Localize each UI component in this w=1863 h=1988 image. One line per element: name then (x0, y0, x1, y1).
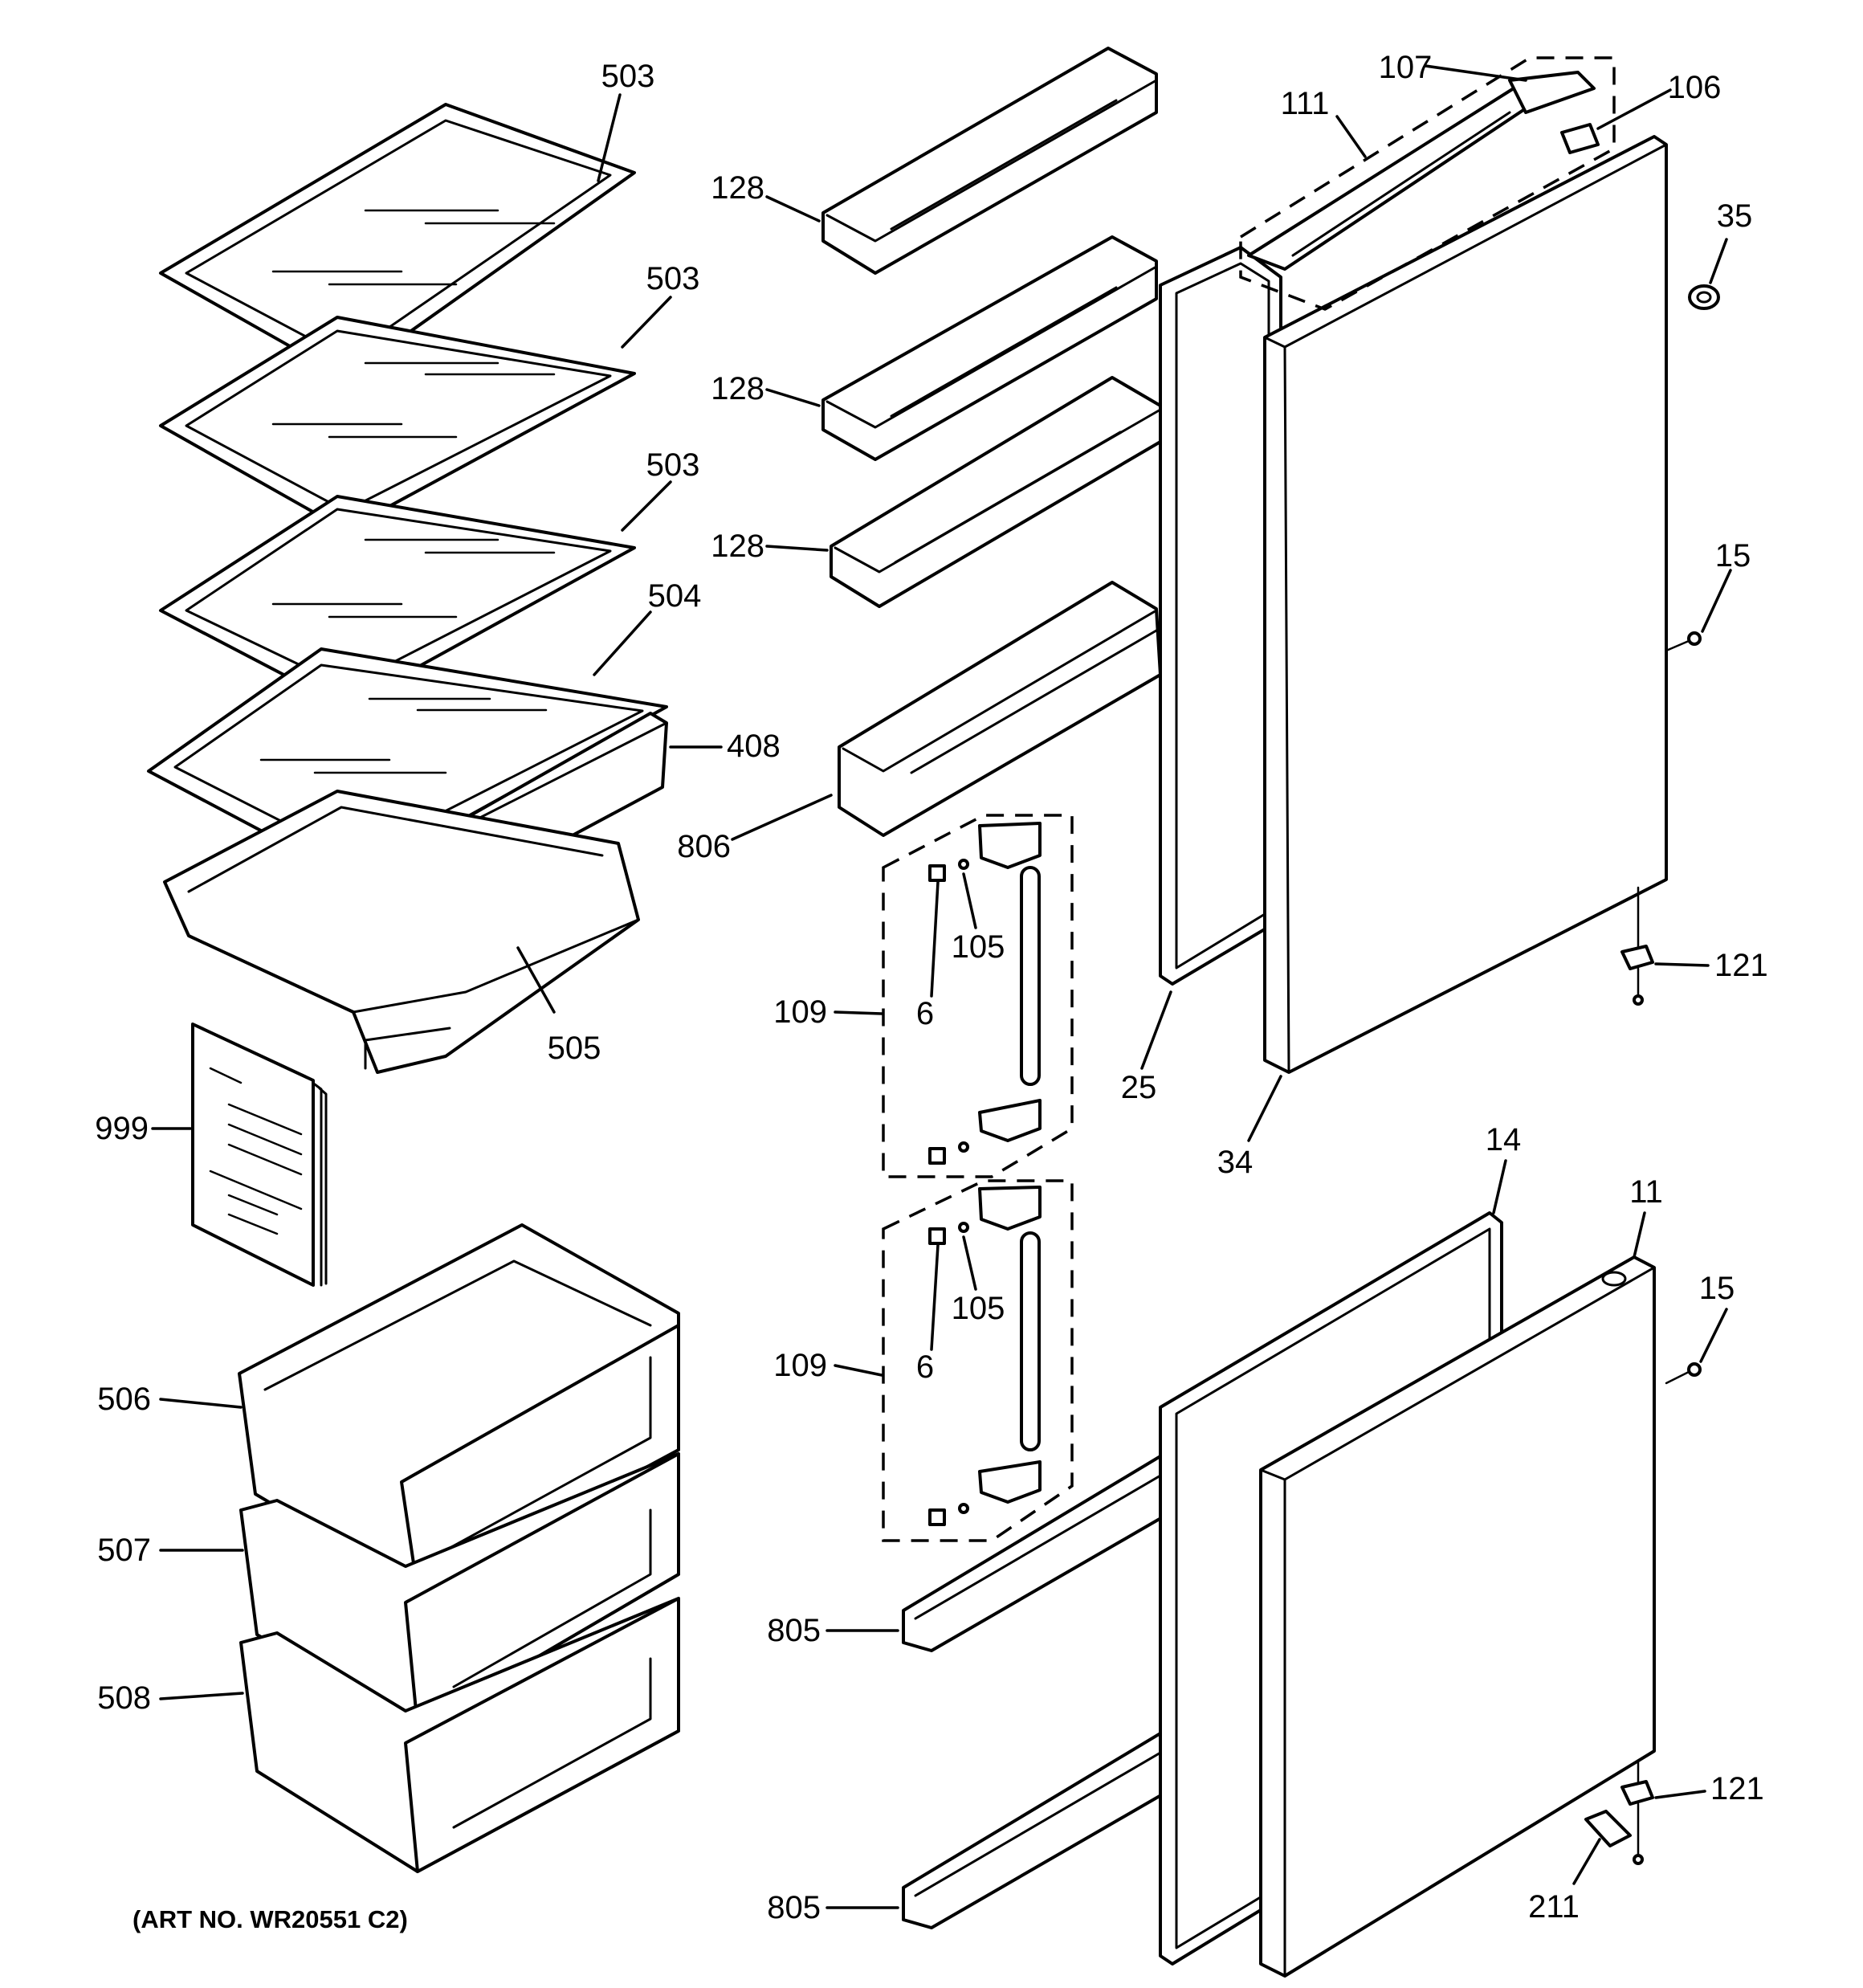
callout-15-lower: 15 (1699, 1271, 1735, 1306)
door-stop-121-upper (1620, 886, 1654, 1006)
callout-25: 25 (1121, 1070, 1157, 1105)
callout-508: 508 (97, 1680, 151, 1716)
owner-manual-999 (191, 1023, 328, 1287)
callout-labels: 503 503 503 504 408 505 999 506 507 508 … (95, 50, 1768, 1933)
door-bin-128-second (821, 235, 1158, 461)
callout-503-middle: 503 (646, 261, 700, 296)
glass-shelf-503-middle (159, 316, 636, 532)
callout-107: 107 (1379, 50, 1433, 85)
callout-806: 806 (677, 829, 731, 864)
callout-105-lower: 105 (952, 1291, 1005, 1326)
callout-504: 504 (648, 578, 702, 614)
door-cap-assembly (1239, 56, 1616, 311)
callout-128-second: 128 (711, 371, 764, 406)
screw-15-upper (1665, 631, 1702, 652)
freezer-drawer-508 (239, 1597, 680, 1873)
callout-35: 35 (1717, 198, 1753, 234)
glass-shelf-503-top (159, 103, 636, 379)
door-bin-128-top (821, 47, 1158, 275)
callout-999: 999 (95, 1111, 149, 1146)
screw-15-lower (1665, 1362, 1702, 1385)
callout-111: 111 (1281, 86, 1330, 121)
callout-121-upper: 121 (1714, 948, 1768, 983)
callout-109-lower: 109 (773, 1348, 827, 1383)
leader-lines (151, 64, 1732, 1909)
callout-6-upper: 6 (916, 996, 934, 1031)
callout-805-lower: 805 (767, 1890, 821, 1925)
door-stop-121-lower (1620, 1753, 1654, 1865)
callout-105-upper: 105 (952, 929, 1005, 965)
callout-106: 106 (1668, 70, 1722, 105)
callout-408: 408 (727, 729, 781, 764)
callout-507: 507 (97, 1533, 151, 1568)
callout-805-upper: 805 (767, 1613, 821, 1648)
callout-211: 211 (1528, 1889, 1580, 1925)
callout-503-lower: 503 (646, 447, 700, 483)
callout-506: 506 (97, 1382, 151, 1417)
callout-128-top: 128 (711, 170, 764, 206)
door-gasket-25 (1159, 246, 1282, 986)
crisper-pan-505 (163, 790, 640, 1074)
hinge-cover-211 (1584, 1810, 1632, 1847)
callout-15-upper: 15 (1715, 538, 1751, 574)
callout-505: 505 (548, 1031, 601, 1066)
callout-11: 11 (1629, 1174, 1663, 1210)
art-number: (ART NO. WR20551 C2) (132, 1905, 408, 1933)
callout-6-lower: 6 (916, 1349, 934, 1385)
hinge-assembly-109-upper (882, 814, 1074, 1178)
door-bin-806 (838, 581, 1162, 837)
callout-128-third: 128 (711, 529, 764, 564)
callout-503-top: 503 (601, 59, 655, 94)
callout-34: 34 (1217, 1145, 1254, 1180)
callout-14: 14 (1486, 1122, 1522, 1157)
trim-ring-35 (1688, 284, 1720, 310)
fresh-food-door-34 (1263, 135, 1668, 1074)
callout-121-lower: 121 (1710, 1771, 1764, 1806)
callout-109-upper: 109 (773, 994, 827, 1030)
hinge-assembly-109-lower (882, 1179, 1074, 1542)
